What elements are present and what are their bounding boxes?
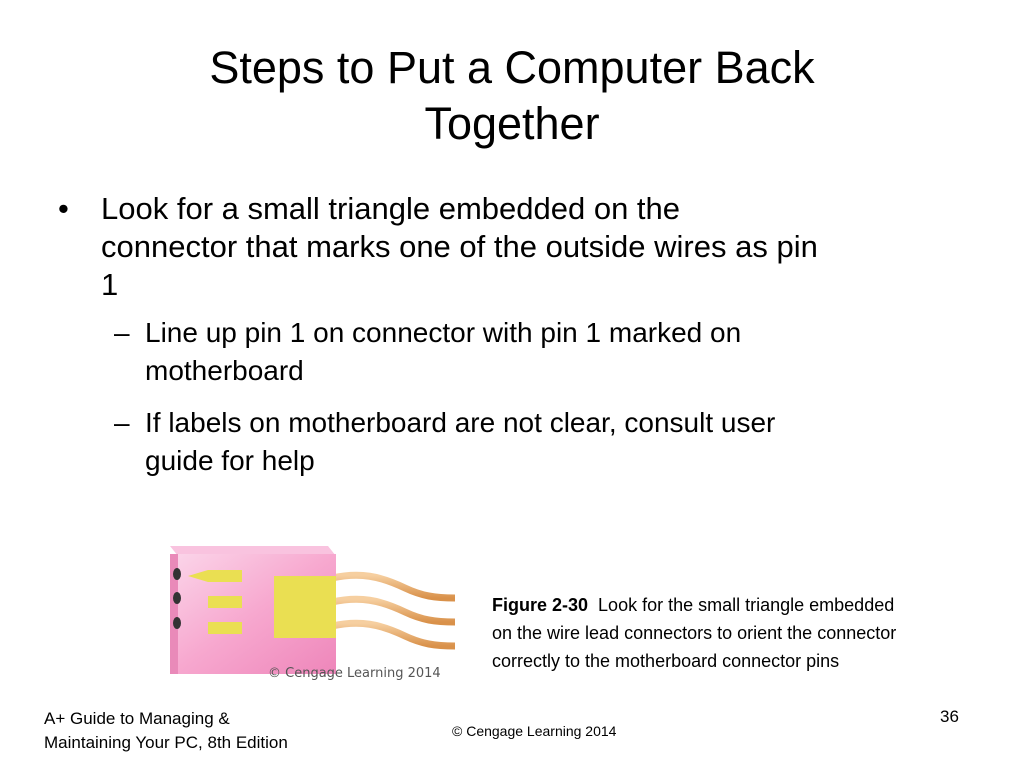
wire-leads bbox=[328, 571, 459, 650]
bullet-item: • Look for a small triangle embedded on … bbox=[58, 190, 978, 304]
bullet-text-line-2: connector that marks one of the outside … bbox=[101, 229, 818, 264]
figure-caption: Figure 2-30 Look for the small triangle … bbox=[492, 591, 1012, 675]
connector-illustration: © Cengage Learning 2014 bbox=[170, 546, 459, 681]
footer-book-title: A+ Guide to Managing & Maintaining Your … bbox=[44, 707, 288, 755]
connector-figure: © Cengage Learning 2014 bbox=[160, 540, 459, 690]
page-number: 36 bbox=[940, 707, 959, 726]
caption-text-line-3: correctly to the motherboard connector p… bbox=[492, 651, 840, 671]
caption-text-line-2: on the wire lead connectors to orient th… bbox=[492, 623, 897, 643]
title-line-1: Steps to Put a Computer Back bbox=[209, 42, 815, 93]
contact-pads bbox=[208, 570, 242, 634]
title-line-2: Together bbox=[424, 98, 600, 149]
bullet-text-line-1: Look for a small triangle embedded on th… bbox=[101, 191, 681, 226]
caption-text-line-1: Look for the small triangle embedded bbox=[598, 595, 895, 615]
sub-bullet-item: – If labels on motherboard are not clear… bbox=[114, 404, 978, 480]
wire-solder-pad bbox=[274, 576, 336, 638]
sub-bullet-item: – Line up pin 1 on connector with pin 1 … bbox=[114, 314, 978, 390]
bullet-marker: • bbox=[58, 191, 69, 226]
sub-bullet-text-line-1: If labels on motherboard are not clear, … bbox=[145, 407, 776, 438]
bullet-list: • Look for a small triangle embedded on … bbox=[58, 190, 978, 480]
figure-watermark: © Cengage Learning 2014 bbox=[268, 666, 441, 681]
pin-holes bbox=[173, 568, 181, 629]
footer-left-line-1: A+ Guide to Managing & bbox=[44, 709, 230, 728]
sub-bullet-marker: – bbox=[114, 317, 130, 348]
sub-bullet-marker: – bbox=[114, 407, 130, 438]
footer-copyright: © Cengage Learning 2014 bbox=[452, 723, 617, 739]
bullet-text-line-3: 1 bbox=[101, 267, 119, 302]
sub-bullet-text-line-2: guide for help bbox=[145, 445, 315, 476]
footer-left-line-2: Maintaining Your PC, 8th Edition bbox=[44, 733, 288, 752]
sub-bullet-text-line-2: motherboard bbox=[145, 355, 304, 386]
pin1-triangle-marker bbox=[188, 570, 208, 582]
slide-title: Steps to Put a Computer Back Together bbox=[80, 40, 944, 152]
sub-bullet-text-line-1: Line up pin 1 on connector with pin 1 ma… bbox=[145, 317, 742, 348]
caption-label: Figure 2-30 bbox=[492, 595, 589, 615]
